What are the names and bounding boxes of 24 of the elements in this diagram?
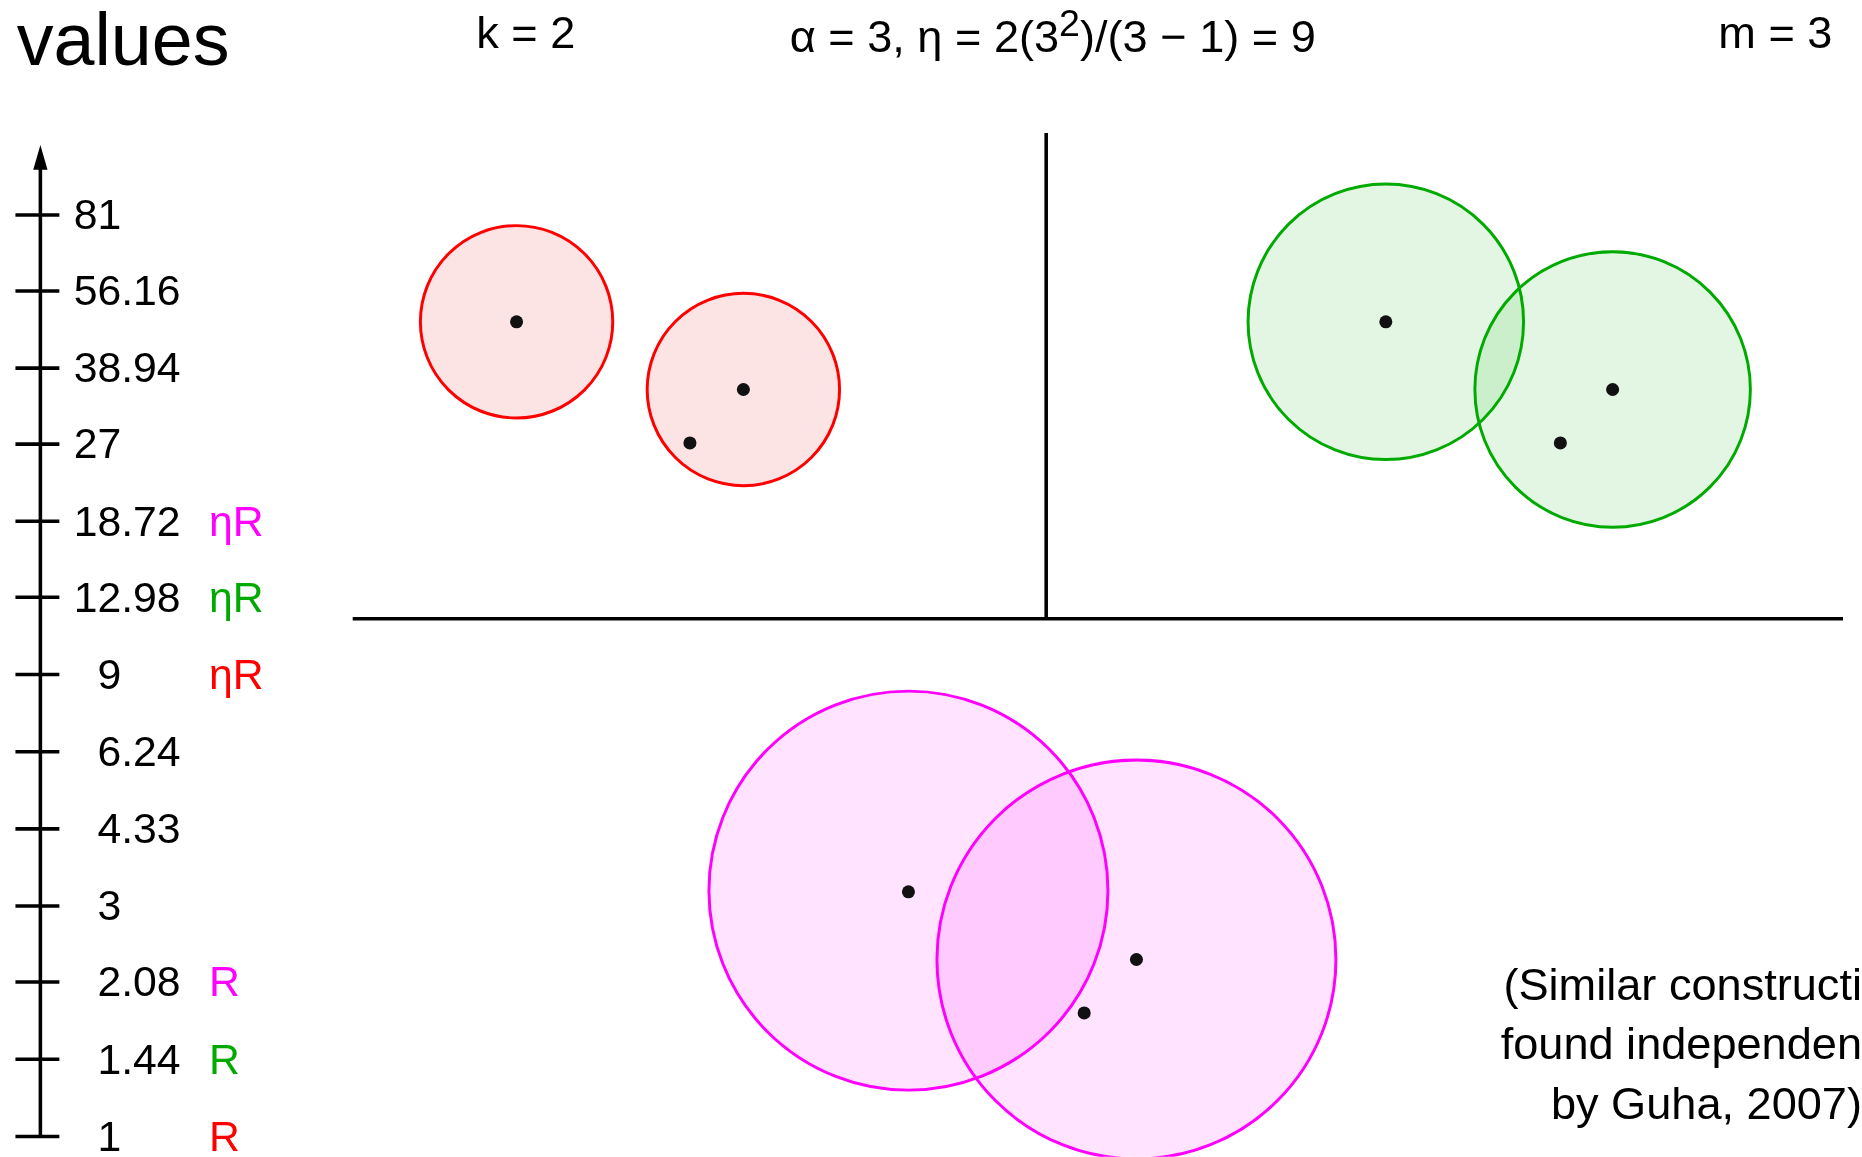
tick-value: 9 [97, 653, 122, 696]
tick-value: 81 [73, 193, 122, 237]
axis-marker-label: R [209, 1037, 240, 1081]
tick-value: 1.44 [97, 1037, 181, 1081]
tick-value: 27 [73, 422, 122, 466]
tick-value: 3 [97, 884, 122, 928]
tick-value: 6.24 [97, 730, 181, 774]
tick-value: 1 [97, 1115, 122, 1157]
tick-value: 38.94 [73, 346, 181, 390]
tick-value: 4.33 [97, 807, 181, 851]
tick-value: 12.98 [73, 575, 181, 619]
formula-label: α = 3, η = 2(3$^{2}$)/(3 − 1) = 9 [789, 4, 1316, 59]
tick-value: 2.08 [97, 960, 181, 1004]
axis-marker-label: ηR [209, 653, 264, 696]
axis-marker-label: ηR [209, 499, 264, 543]
axis-marker-label: R [209, 960, 240, 1004]
axis-marker-label: R [209, 1115, 240, 1157]
heading: values [16, 3, 230, 78]
note-text: (Similar constructi found independen by Guha, 2007) [1499, 958, 1862, 1131]
axis-marker-label: ηR [209, 575, 264, 619]
tick-value: 18.72 [73, 499, 181, 543]
tick-value: 56.16 [73, 269, 181, 313]
parameter-label: k = 2 [476, 9, 576, 55]
parameter-label: m = 3 [1718, 9, 1833, 55]
